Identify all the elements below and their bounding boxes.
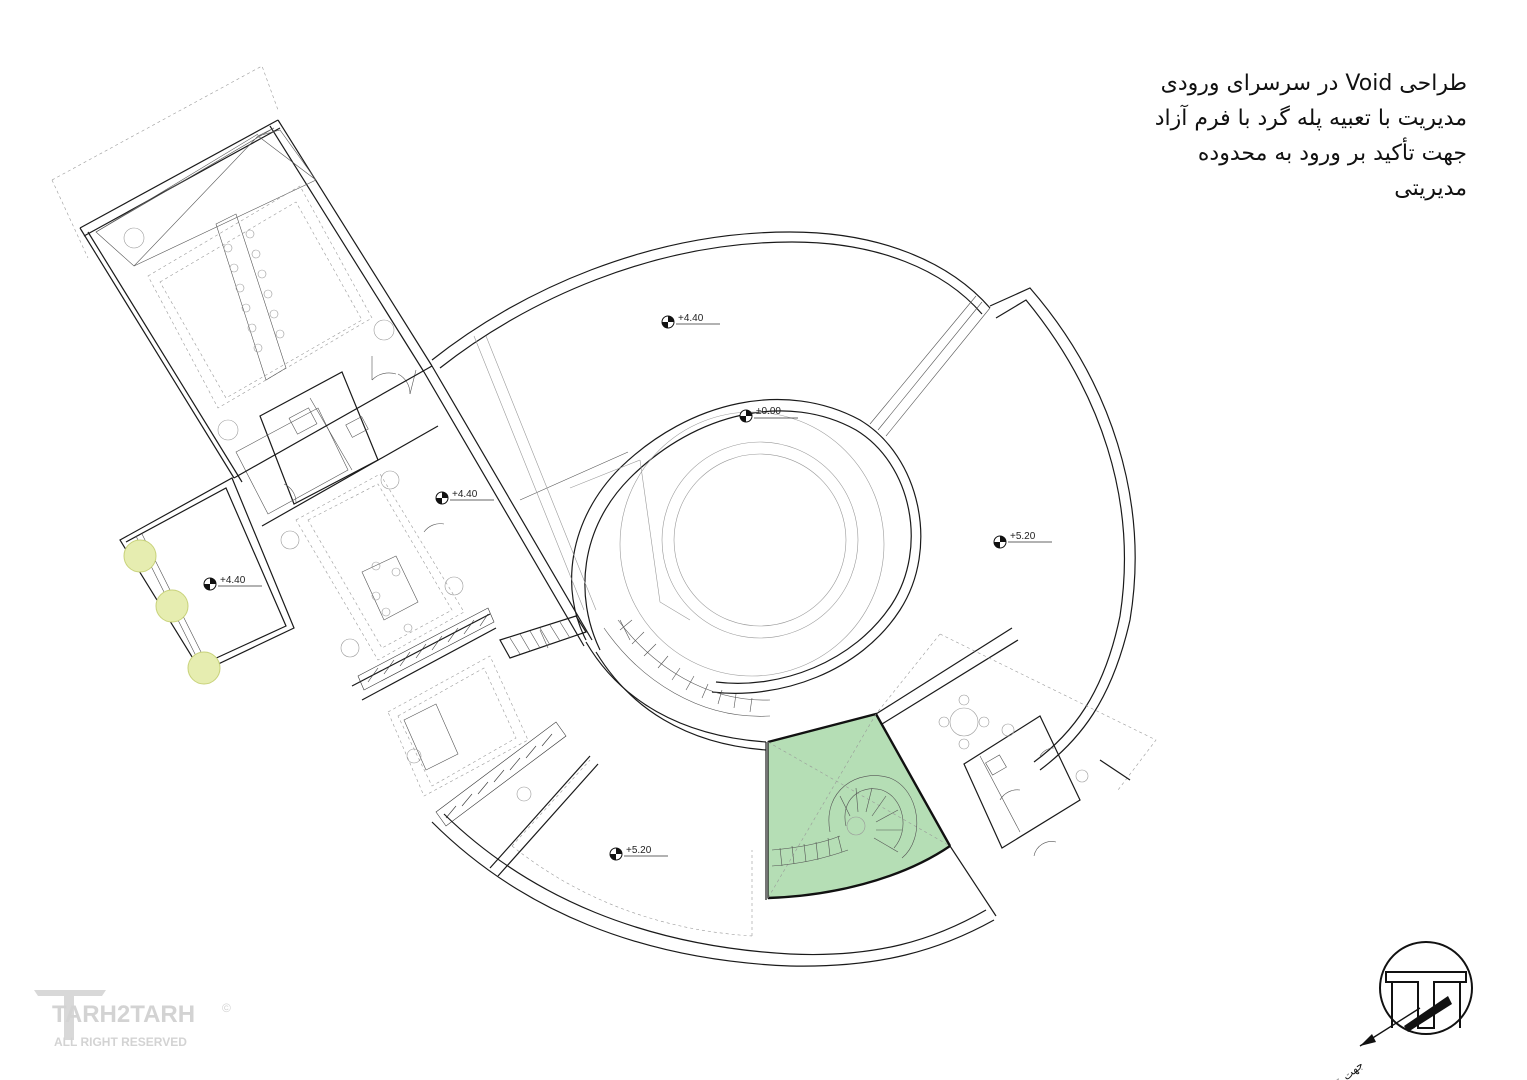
watermark-tagline: ALL RIGHT RESERVED [54, 1035, 187, 1049]
level-marker-south-hall: +5.20 [609, 845, 668, 861]
level-marker-east-wing: +5.20 [993, 531, 1052, 549]
copyright-icon: © [222, 1001, 231, 1015]
curved-building [431, 231, 1157, 967]
level-label: +4.40 [220, 575, 246, 586]
watermark-logo: TARH2TARH © ALL RIGHT RESERVED [34, 990, 231, 1049]
watermark-brand: TARH2TARH [52, 1001, 195, 1028]
qibla-direction-symbol: جهت قبله [1324, 941, 1473, 1080]
description-line-3: جهت تأکید بر ورود به محدوده [1197, 141, 1467, 166]
level-marker-left-tower: +4.40 [435, 489, 494, 505]
qibla-arrow-icon [1404, 996, 1452, 1032]
left-tower [51, 65, 593, 827]
design-description: طراحی Void در سرسرای ورودی مدیریت با تعب… [997, 66, 1467, 206]
description-line-2: مدیریت با تعبیه پله گرد با فرم آزاد [1154, 106, 1467, 131]
level-marker-left-terrace: +4.40 [203, 575, 262, 591]
west-terrace [119, 477, 295, 685]
spiral-stair-treads [771, 775, 917, 867]
level-label: ±0.00 [756, 406, 781, 417]
level-marker-center-void: ±0.00 [739, 406, 798, 423]
level-marker-upper-hall: +4.40 [661, 313, 720, 329]
level-label: +4.40 [678, 313, 704, 324]
level-label: +5.20 [1010, 531, 1036, 542]
qibla-label: جهت قبله [1324, 1058, 1366, 1080]
spiral-stair-void [767, 712, 952, 900]
level-label: +5.20 [626, 845, 652, 856]
description-line-4: مدیریتی [1394, 176, 1467, 201]
description-line-1: طراحی Void در سرسرای ورودی [1160, 71, 1467, 96]
level-label: +4.40 [452, 489, 478, 500]
tree-icons [123, 539, 221, 685]
